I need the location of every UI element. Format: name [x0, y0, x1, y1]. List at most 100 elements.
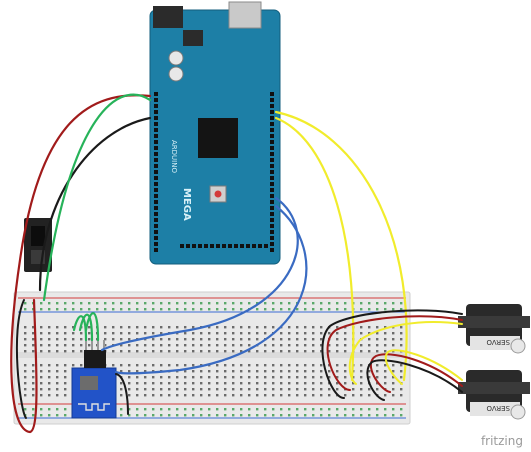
breadboard-hole [112, 350, 115, 353]
header-pin [270, 212, 274, 216]
breadboard-hole [384, 394, 387, 397]
breadboard-hole [368, 388, 371, 391]
wire-black-esp [115, 373, 129, 415]
breadboard-hole [136, 376, 139, 379]
breadboard-hole [40, 408, 43, 411]
breadboard-hole [352, 388, 355, 391]
header-pin [154, 104, 158, 108]
breadboard-hole [216, 350, 219, 353]
header-pin [204, 244, 208, 248]
breadboard-hole [264, 350, 267, 353]
breadboard-hole [256, 338, 259, 341]
breadboard-hole [136, 414, 139, 417]
breadboard-hole [104, 332, 107, 335]
breadboard-hole [56, 364, 59, 367]
breadboard-hole [72, 344, 75, 347]
breadboard-hole [128, 338, 131, 341]
breadboard-hole [248, 382, 251, 385]
breadboard-hole [32, 326, 35, 329]
header-pin [154, 248, 158, 252]
breadboard-hole [216, 414, 219, 417]
breadboard-hole [248, 302, 251, 305]
breadboard-hole [360, 364, 363, 367]
breadboard-hole [160, 308, 163, 311]
breadboard-hole [344, 370, 347, 373]
breadboard-hole [64, 302, 67, 305]
breadboard-hole [64, 394, 67, 397]
header-pin [154, 134, 158, 138]
breadboard-hole [176, 350, 179, 353]
breadboard-hole [344, 408, 347, 411]
breadboard-hole [288, 394, 291, 397]
breadboard-hole [360, 326, 363, 329]
header-pin [270, 92, 274, 96]
breadboard-hole [240, 308, 243, 311]
breadboard-hole [32, 376, 35, 379]
breadboard-hole [384, 326, 387, 329]
breadboard-hole [56, 308, 59, 311]
breadboard-hole [272, 308, 275, 311]
breadboard-hole [320, 326, 323, 329]
wire-blue-rx [114, 204, 308, 375]
breadboard-hole [400, 414, 403, 417]
breadboard-hole [352, 394, 355, 397]
capacitor [168, 50, 184, 66]
header-pin [186, 244, 190, 248]
header-pin [270, 230, 274, 234]
breadboard-hole [168, 414, 171, 417]
header-pin [154, 212, 158, 216]
breadboard-hole [288, 332, 291, 335]
breadboard-hole [192, 382, 195, 385]
breadboard-hole [32, 308, 35, 311]
breadboard-hole [304, 376, 307, 379]
breadboard-hole [192, 338, 195, 341]
breadboard-hole [312, 394, 315, 397]
breadboard-hole [48, 344, 51, 347]
breadboard-hole [192, 370, 195, 373]
breadboard-hole [72, 364, 75, 367]
breadboard-hole [168, 364, 171, 367]
breadboard-hole [208, 326, 211, 329]
servo-label-top: SERVO [486, 338, 510, 346]
breadboard-hole [200, 414, 203, 417]
breadboard-hole [288, 370, 291, 373]
breadboard-hole [384, 338, 387, 341]
breadboard-hole [304, 414, 307, 417]
breadboard-hole [224, 370, 227, 373]
breadboard-hole [200, 388, 203, 391]
breadboard-hole [240, 382, 243, 385]
breadboard-hole [264, 364, 267, 367]
breadboard-hole [120, 344, 123, 347]
breadboard-hole [224, 344, 227, 347]
breadboard-hole [120, 326, 123, 329]
breadboard-hole [296, 364, 299, 367]
breadboard-hole [32, 338, 35, 341]
board-logo: MEGA [181, 188, 192, 221]
breadboard-hole [256, 350, 259, 353]
breadboard-hole [216, 408, 219, 411]
breadboard-hole [248, 332, 251, 335]
breadboard-hole [104, 302, 107, 305]
breadboard-hole [208, 394, 211, 397]
breadboard-hole [40, 382, 43, 385]
breadboard-hole [336, 382, 339, 385]
breadboard-hole [184, 388, 187, 391]
breadboard-hole [376, 326, 379, 329]
breadboard-hole [152, 332, 155, 335]
breadboard-hole [240, 376, 243, 379]
breadboard-hole [392, 376, 395, 379]
breadboard-hole [240, 350, 243, 353]
breadboard-hole [224, 408, 227, 411]
breadboard-hole [304, 408, 307, 411]
breadboard-hole [344, 382, 347, 385]
breadboard-hole [184, 376, 187, 379]
breadboard-hole [376, 302, 379, 305]
header-pin [154, 200, 158, 204]
breadboard-hole [400, 394, 403, 397]
breadboard-hole [248, 376, 251, 379]
header-pin [234, 244, 238, 248]
header-pin [270, 122, 274, 126]
breadboard-hole [32, 388, 35, 391]
wire-yellow-servo2 [274, 110, 408, 382]
header-pin [192, 244, 196, 248]
